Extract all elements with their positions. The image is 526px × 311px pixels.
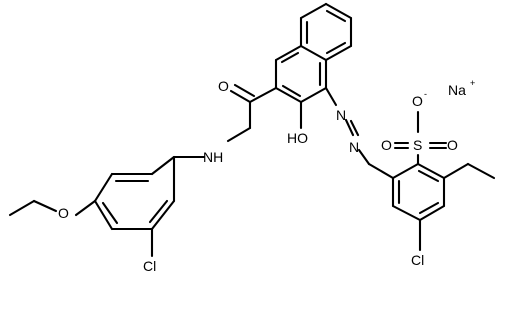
sulfonated-benzene-ring: [367, 162, 446, 252]
azo-nitrogen-bottom-label: N: [349, 139, 359, 155]
sulfonyl-oxygen-right-label: O: [447, 137, 458, 153]
sulfonyl-oxygen-left-label: O: [381, 137, 392, 153]
ether-oxygen-label: O: [58, 205, 69, 221]
ethyl-group: [442, 162, 496, 180]
sulfonate-group: [393, 110, 448, 166]
naphthalene-lower-ring: [274, 44, 328, 104]
amide-nh-label: NH: [203, 149, 223, 165]
chlorine-left-label: Cl: [143, 258, 156, 274]
azo-nitrogen-top-label: N: [336, 107, 346, 123]
sodium-charge: +: [470, 78, 475, 88]
sodium-label: Na: [448, 82, 466, 98]
azo-linkage: [324, 86, 371, 166]
amide-group: [226, 83, 278, 143]
chlorine-right-label: Cl: [411, 252, 424, 268]
oxygen-anion-label: O: [412, 93, 423, 109]
ethoxy-group: [8, 199, 58, 217]
carbonyl-oxygen-label: O: [218, 78, 229, 94]
sulfur-label: S: [413, 137, 422, 153]
chloroethoxyphenyl-ring: [74, 155, 206, 258]
naphthalene-upper-ring: [299, 2, 353, 62]
oxygen-anion-charge: -: [424, 89, 427, 99]
hydroxyl-label: HO: [287, 130, 308, 146]
